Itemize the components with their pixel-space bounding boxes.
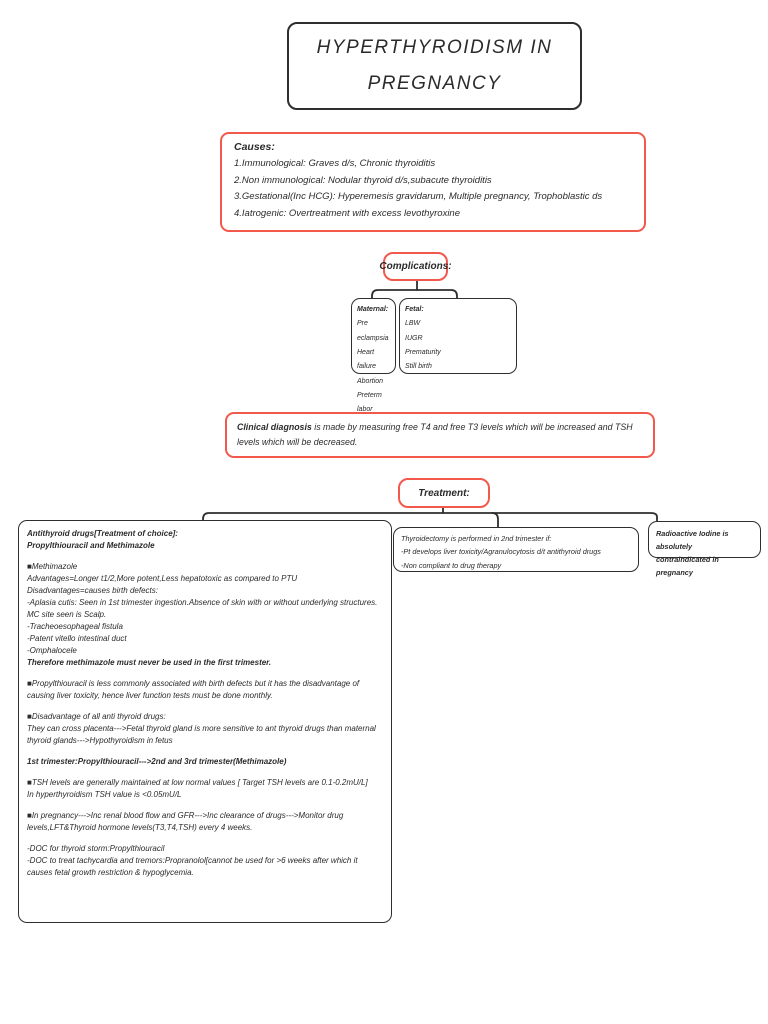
- diagnosis-lead: Clinical diagnosis: [237, 422, 312, 432]
- treatment-heading: Treatment:: [418, 487, 470, 499]
- causes-heading: Causes:: [234, 141, 275, 153]
- antithyroid-text: Antithyroid drugs[Treatment of choice]: P…: [27, 528, 383, 879]
- clinical-diagnosis-box: Clinical diagnosis is made by measuring …: [225, 412, 655, 458]
- text-line: Pre eclampsia: [357, 320, 389, 342]
- thyroidectomy-text: Thyroidectomy is performed in 2nd trimes…: [401, 532, 631, 572]
- text-line: ■TSH levels are generally maintained at …: [27, 778, 368, 787]
- text-line: ■In pregnancy--->Inc renal blood flow an…: [27, 811, 344, 832]
- text-line: Advantages=Longer t1/2,More potent,Less …: [27, 574, 298, 583]
- text-line: -DOC to treat tachycardia and tremors:Pr…: [27, 856, 358, 877]
- text-line: Radioactive Iodine is absolutely: [656, 529, 729, 552]
- text-line: IUGR: [405, 334, 423, 342]
- text-line: -Tracheoesophageal fistula: [27, 622, 123, 631]
- text-line: Therefore methimazole must never be used…: [27, 658, 272, 667]
- text-line: contraindicated in pregnancy: [656, 555, 719, 578]
- text-line: 1st trimester:Propylthiouracil--->2nd an…: [27, 757, 287, 766]
- text-line: Antithyroid drugs[Treatment of choice]:: [27, 529, 178, 538]
- text-line: [27, 747, 383, 756]
- text-line: Fetal:: [405, 306, 424, 313]
- treatment-label: Treatment:: [398, 478, 490, 508]
- text-line: [27, 801, 383, 810]
- text-line: Propylthiouracil and Methimazole: [27, 541, 155, 550]
- text-line: LBW: [405, 320, 421, 328]
- text-line: [27, 552, 383, 561]
- text-line: Prematurity: [405, 349, 441, 357]
- text-line: 1.Immunological: Graves d/s, Chronic thy…: [234, 158, 436, 169]
- text-line: [27, 768, 383, 777]
- text-line: ■Methimazole: [27, 562, 78, 571]
- complications-heading: Complications:: [379, 261, 452, 272]
- text-line: 4.Iatrogenic: Overtreatment with excess …: [234, 207, 460, 219]
- page-title-line2: PREGNANCY: [367, 73, 502, 94]
- text-line: They can cross placenta--->Fetal thyroid…: [27, 724, 376, 745]
- diagnosis-text: is made by measuring free T4 and free T3…: [237, 422, 633, 448]
- text-line: -Omphalocele: [27, 646, 77, 655]
- text-line: ■Disadvantage of all anti thyroid drugs:: [27, 712, 166, 721]
- text-line: -Patent vitello intestinal duct: [27, 634, 127, 643]
- text-line: -Aplasia cutis: Seen in 1st trimester in…: [27, 598, 378, 619]
- text-line: Maternal:: [357, 306, 389, 313]
- text-line: 3.Gestational(Inc HCG): Hyperemesis grav…: [234, 191, 603, 203]
- complications-label: Complications:: [379, 252, 452, 281]
- text-line: ■Propylthiouracil is less commonly assoc…: [27, 679, 360, 700]
- text-line: [27, 834, 383, 843]
- causes-box: Causes: 1.Immunological: Graves d/s, Chr…: [220, 132, 646, 232]
- antithyroid-drugs-box: Antithyroid drugs[Treatment of choice]: P…: [18, 520, 392, 923]
- text-line: -DOC for thyroid storm:Propylthiouracil: [27, 844, 165, 853]
- thyroidectomy-box: Thyroidectomy is performed in 2nd trimes…: [393, 527, 639, 572]
- page-title-line1: HYPERTHYROIDISM IN: [316, 36, 553, 58]
- text-line: 2.Non immunological: Nodular thyroid d/s…: [234, 174, 492, 186]
- text-line: Abortion: [357, 377, 384, 385]
- text-line: [27, 702, 383, 711]
- title-box: HYPERTHYROIDISM IN PREGNANCY: [287, 22, 582, 110]
- text-line: Disadvantages=causes birth defects:: [27, 586, 158, 595]
- radioactive-iodine-box: Radioactive Iodine is absolutely contrain…: [648, 521, 761, 577]
- text-line: In hyperthyroidism TSH value is <0.05mU/…: [27, 790, 182, 799]
- text-line: Heart failure: [357, 349, 377, 371]
- text-line: -Non compliant to drug therapy: [401, 560, 502, 570]
- text-line: -Pt develops liver toxicity/Agranulocyto…: [401, 547, 601, 557]
- radioiodine-text: Radioactive Iodine is absolutely contrain…: [656, 527, 753, 580]
- text-line: [27, 669, 383, 678]
- text-line: Still birth: [405, 363, 432, 371]
- text-line: Preterm labor: [357, 392, 382, 414]
- causes-list: 1.Immunological: Graves d/s, Chronic thy…: [234, 156, 632, 223]
- text-line: Thyroidectomy is performed in 2nd trimes…: [401, 534, 552, 543]
